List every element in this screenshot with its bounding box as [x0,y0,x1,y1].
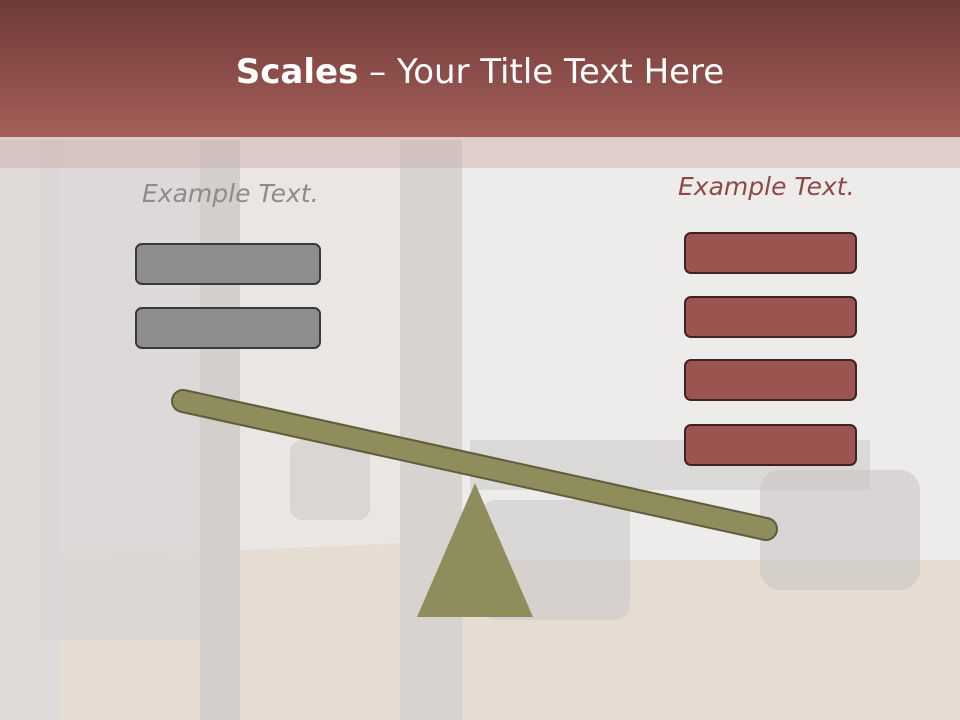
title-rest: – Your Title Text Here [358,52,725,92]
left-box-2 [135,307,321,349]
left-box-1 [135,243,321,285]
slide-title: Scales – Your Title Text Here [0,52,960,92]
right-box-3 [684,359,857,401]
title-bold: Scales [235,52,359,92]
right-box-2 [684,296,857,338]
title-bar [0,0,960,137]
right-label: Example Text. [678,172,855,201]
left-label: Example Text. [142,179,319,208]
title-strip [0,137,960,168]
right-box-1 [684,232,857,274]
scale-beam-fill [173,391,776,539]
right-box-4 [684,424,857,466]
scale-fulcrum [417,483,533,617]
